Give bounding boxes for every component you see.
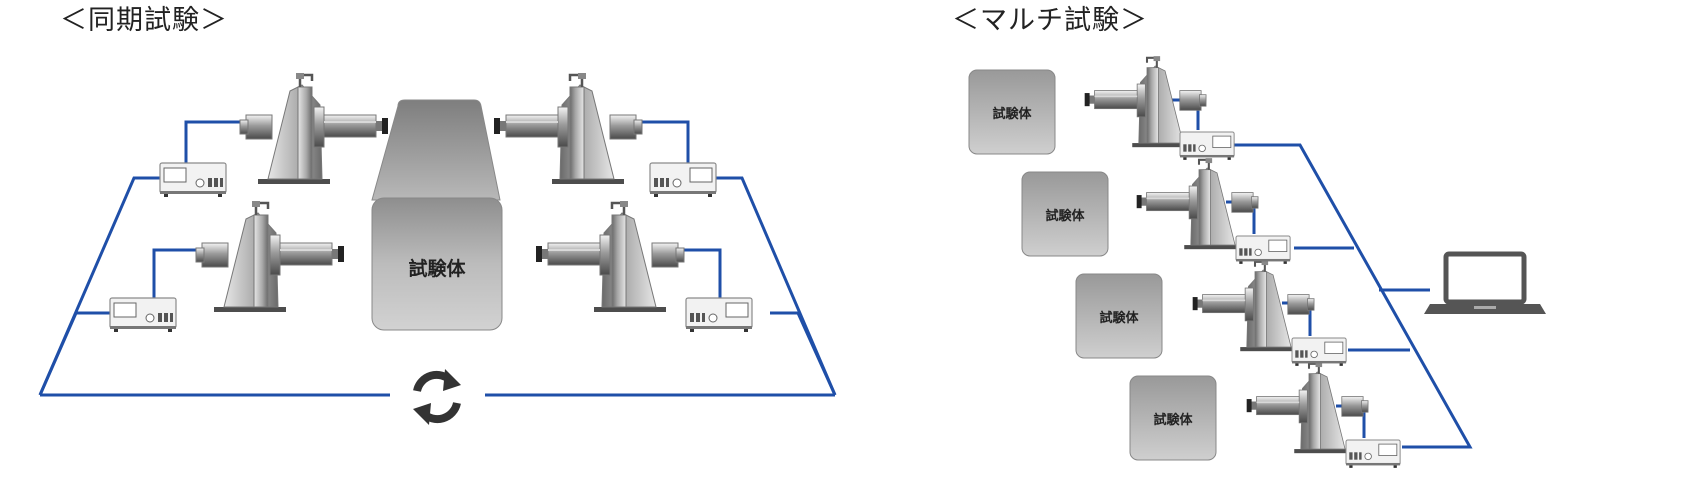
multi-specimen-4: 試験体: [1129, 375, 1217, 461]
sync-specimen: 試験体: [371, 99, 503, 331]
multi-specimen-3: 試験体: [1075, 273, 1163, 359]
multi-controller-4: [1345, 439, 1401, 469]
actuator-top-left: [238, 71, 390, 186]
controller-bottom-left: [109, 297, 177, 333]
multi-controller-3: [1291, 337, 1347, 367]
specimen-label: 試験体: [1045, 208, 1085, 224]
controller-top-right: [649, 162, 717, 198]
sync-test-panel: 試験体: [38, 71, 837, 425]
specimen-label: 試験体: [992, 106, 1032, 122]
sync-test-title: ＜同期試験＞: [60, 5, 228, 36]
controller-top-left: [159, 162, 227, 198]
multi-test-title: ＜マルチ試験＞: [952, 5, 1148, 36]
multi-specimen-2: 試験体: [1021, 171, 1109, 257]
specimen-label: 試験体: [1153, 412, 1193, 428]
sync-rotation-icon: [413, 369, 461, 425]
actuator-bottom-left: [194, 199, 346, 314]
specimen-label: 試験体: [1099, 310, 1139, 326]
controller-bottom-right: [685, 297, 753, 333]
laptop-icon: [1424, 251, 1546, 314]
actuator-top-right: [492, 71, 644, 186]
actuator-bottom-right: [534, 199, 686, 314]
multi-specimen-1: 試験体: [968, 69, 1056, 155]
sync-specimen-label: 試験体: [408, 257, 466, 280]
multi-test-panel: 試験体 試験体 試験体 試験体: [968, 55, 1546, 469]
multi-controller-1: [1179, 131, 1235, 161]
multi-controller-2: [1235, 235, 1291, 265]
